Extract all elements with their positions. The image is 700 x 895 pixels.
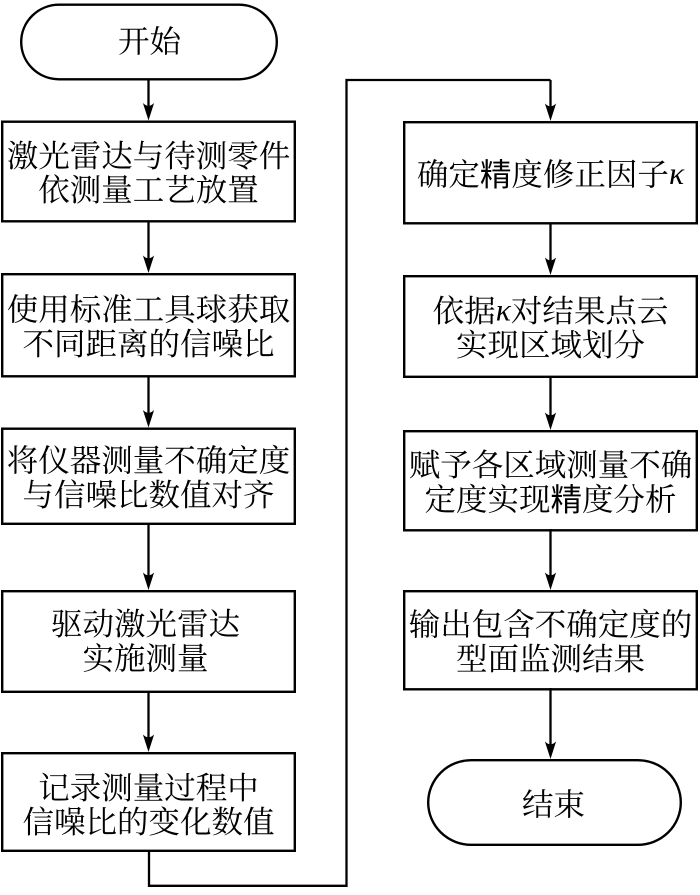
svg-text:型面监测结果: 型面监测结果 xyxy=(456,635,645,680)
svg-text:定度实现精度分析: 定度实现精度分析 xyxy=(424,475,676,520)
svg-text:激光雷达与待测零件: 激光雷达与待测零件 xyxy=(7,132,291,177)
svg-text:记录测量过程中: 记录测量过程中 xyxy=(38,764,259,809)
svg-text:依据κ对结果点云: 依据κ对结果点云 xyxy=(433,287,669,332)
svg-text:结束: 结束 xyxy=(522,780,585,825)
svg-text:输出包含不确定度的: 输出包含不确定度的 xyxy=(409,601,693,646)
svg-text:使用标准工具球获取: 使用标准工具球获取 xyxy=(7,286,291,331)
svg-text:不同距离的信噪比: 不同距离的信噪比 xyxy=(22,320,274,365)
svg-text:信噪比的变化数值: 信噪比的变化数值 xyxy=(22,798,274,843)
svg-text:确定精度修正因子κ: 确定精度修正因子κ xyxy=(417,150,685,195)
svg-text:将仪器测量不确定度: 将仪器测量不确定度 xyxy=(7,437,291,482)
svg-text:与信噪比数值对齐: 与信噪比数值对齐 xyxy=(22,471,274,516)
svg-text:赋予各区域测量不确: 赋予各区域测量不确 xyxy=(409,441,693,486)
svg-text:实现区域划分: 实现区域划分 xyxy=(456,321,645,366)
svg-text:依测量工艺放置: 依测量工艺放置 xyxy=(38,166,259,211)
svg-text:驱动激光雷达: 驱动激光雷达 xyxy=(51,600,240,645)
svg-text:实施测量: 实施测量 xyxy=(82,634,208,679)
svg-text:开始: 开始 xyxy=(118,17,181,62)
